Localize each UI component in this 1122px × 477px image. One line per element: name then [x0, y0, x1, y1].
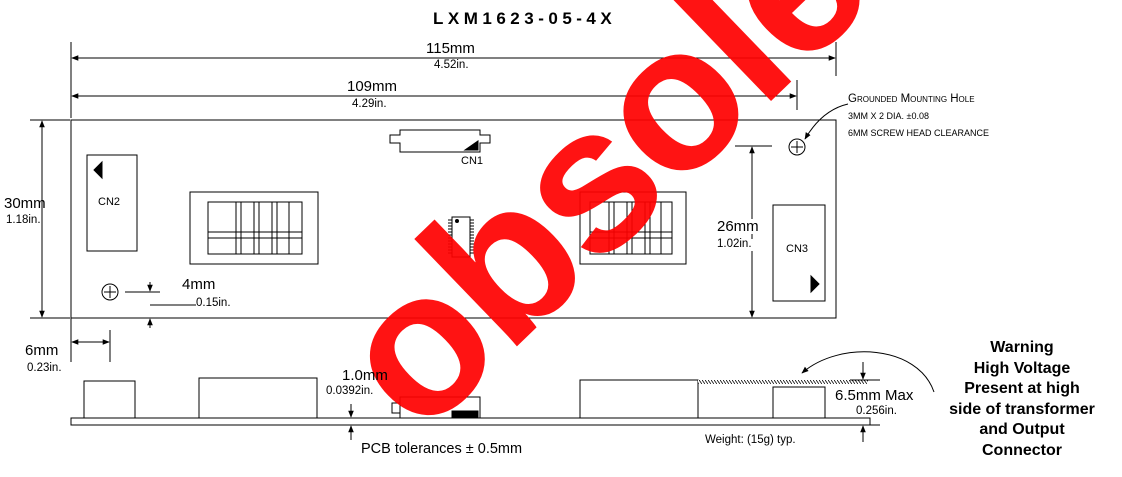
warning-line: Present at high	[964, 380, 1080, 397]
warning-line: High Voltage	[973, 359, 1071, 377]
cn2-pin1-marker	[93, 160, 103, 180]
cn3-label: CN3	[786, 243, 809, 255]
side-transformer-right	[579, 379, 699, 419]
mounting-hole-leader	[804, 103, 849, 140]
mounting-hole-right	[788, 138, 806, 156]
dim-109mm-label: 109mm	[345, 78, 400, 95]
side-cn1	[391, 396, 481, 419]
dim-115mm-label: 115mm	[424, 40, 477, 57]
warning-line: Connector	[982, 441, 1062, 459]
transformer-right	[579, 191, 687, 265]
drawing-title: LXM1623-05-4X	[433, 9, 617, 28]
dim-4mm-label: 4mm	[182, 276, 216, 293]
dim-pcb-thickness-inch-label: 0.0392in.	[326, 385, 374, 397]
mounting-hole-note-title: Grounded Mounting Hole	[848, 93, 975, 105]
cn3-pin1-marker	[810, 274, 820, 294]
pcb-tolerance-note: PCB tolerances ± 0.5mm	[361, 441, 523, 457]
pcb-outline-top-view	[70, 119, 837, 319]
cn1-label: CN1	[461, 155, 484, 167]
side-transformer-right-winding	[698, 380, 868, 384]
dim-30mm-inch-label: 1.18in.	[6, 214, 41, 226]
weight-note: Weight: (15g) typ.	[705, 434, 796, 446]
warning-leader-arrow	[801, 351, 935, 393]
side-transformer-left	[198, 377, 318, 419]
dim-max-height-label: 6.5mm Max	[835, 387, 914, 404]
cn1-connector	[389, 129, 491, 153]
ic-chip	[448, 216, 474, 258]
dim-26mm-label: 26mm	[716, 218, 760, 235]
dim-4mm-inch-label: 0.15in.	[196, 297, 231, 309]
dim-max-height-inch-label: 0.256in.	[856, 405, 897, 417]
dim-6mm-inch-label: 0.23in.	[27, 362, 62, 374]
transformer-left	[189, 191, 319, 265]
cn2-connector	[86, 154, 138, 252]
warning-line: side of transformer	[949, 400, 1095, 418]
dim-115mm-inch-label: 4.52in.	[434, 59, 469, 71]
side-cn3	[772, 386, 826, 419]
high-voltage-warning: Warning High Voltage Present at high sid…	[922, 338, 1122, 461]
dim-30mm-label: 30mm	[4, 195, 46, 212]
cn1-pin1-marker	[463, 140, 479, 151]
dim-pcb-thickness-label: 1.0mm	[342, 367, 388, 384]
warning-line: and Output	[979, 421, 1065, 438]
side-cn2	[83, 380, 136, 419]
dim-26mm-inch-label: 1.02in.	[716, 238, 753, 251]
mounting-hole-left	[101, 283, 119, 301]
mounting-hole-note-size: 3mm x 2 DIA. ±0.08	[848, 111, 929, 121]
dim-109mm-inch-label: 4.29in.	[352, 98, 387, 110]
cn2-label: CN2	[98, 196, 121, 208]
cn3-connector	[772, 204, 826, 302]
dim-6mm-label: 6mm	[25, 342, 59, 359]
warning-line: Warning	[990, 339, 1054, 356]
mounting-hole-note-clearance: 6mm screw head clearance	[848, 128, 990, 138]
